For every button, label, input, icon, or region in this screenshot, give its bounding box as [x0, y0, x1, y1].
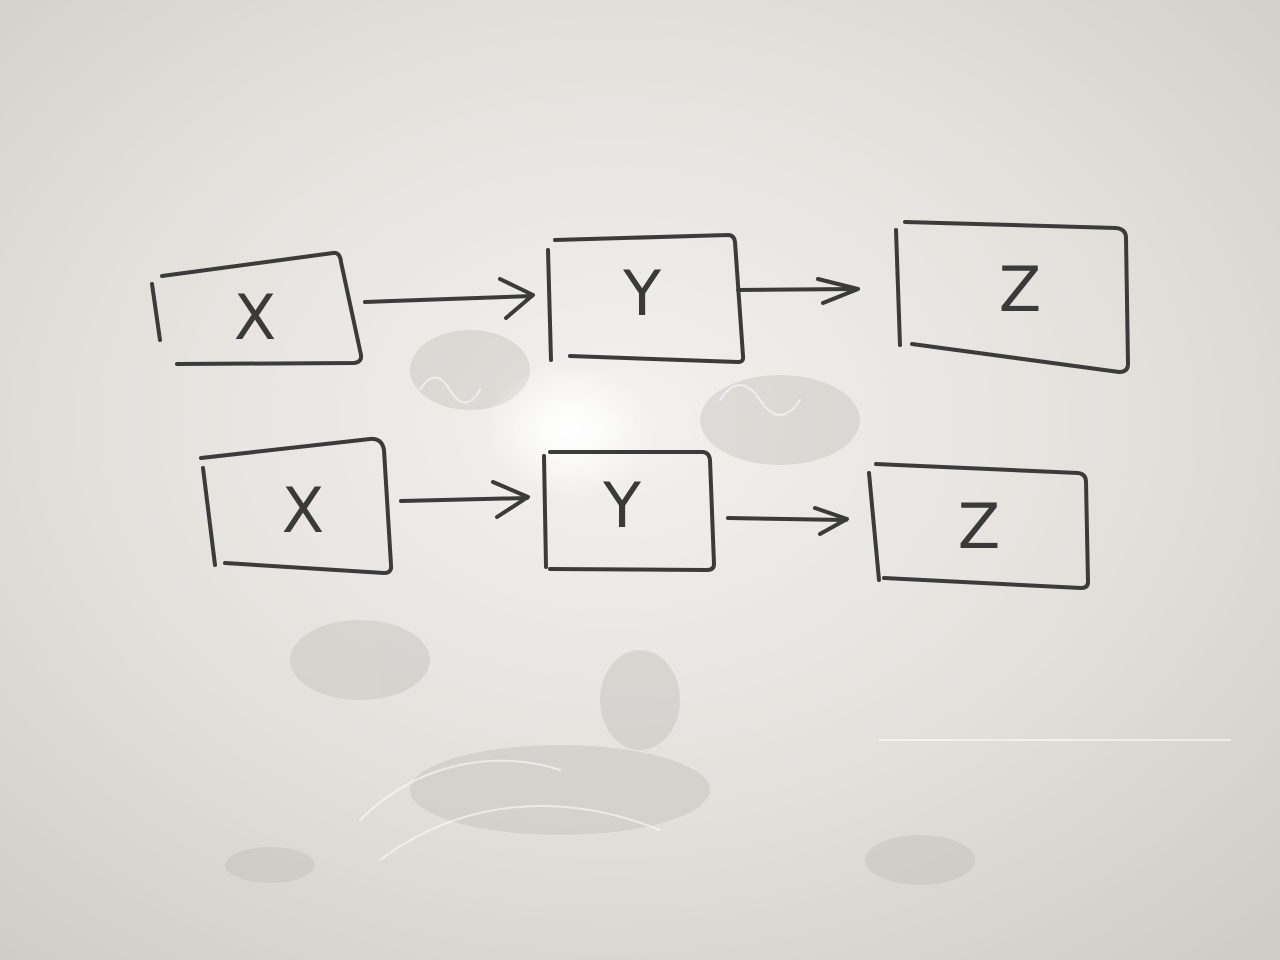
- light-glare: [485, 360, 655, 500]
- erased-smudges: [225, 330, 975, 885]
- ghost-traces: [359, 376, 1231, 861]
- node-top-y: Y: [546, 233, 746, 364]
- node-bottom-y: Y: [542, 450, 716, 572]
- box-outline: [150, 250, 364, 366]
- diagram-row-top: X Y Z: [150, 220, 1130, 374]
- node-label: Z: [958, 490, 1000, 563]
- box-outline: [199, 436, 394, 575]
- box-outline: [542, 450, 716, 572]
- node-bottom-z: Z: [867, 462, 1090, 590]
- box-outline: [546, 233, 746, 364]
- node-label: X: [282, 474, 324, 547]
- diagram-row-bottom: X Y Z: [199, 436, 1090, 590]
- arrow-bottom-y-to-z: [726, 506, 849, 536]
- node-label: X: [234, 281, 276, 354]
- node-label: Z: [999, 253, 1041, 326]
- node-bottom-x: X: [199, 436, 394, 575]
- node-top-x: X: [150, 250, 364, 366]
- arrow-top-y-to-z: [736, 277, 860, 305]
- box-outline: [894, 220, 1130, 374]
- box-outline: [867, 462, 1090, 590]
- arrow-top-x-to-y: [363, 277, 535, 320]
- node-label: Y: [602, 469, 641, 542]
- arrow-bottom-x-to-y: [399, 480, 530, 519]
- node-top-z: Z: [894, 220, 1130, 374]
- node-label: Y: [622, 257, 661, 330]
